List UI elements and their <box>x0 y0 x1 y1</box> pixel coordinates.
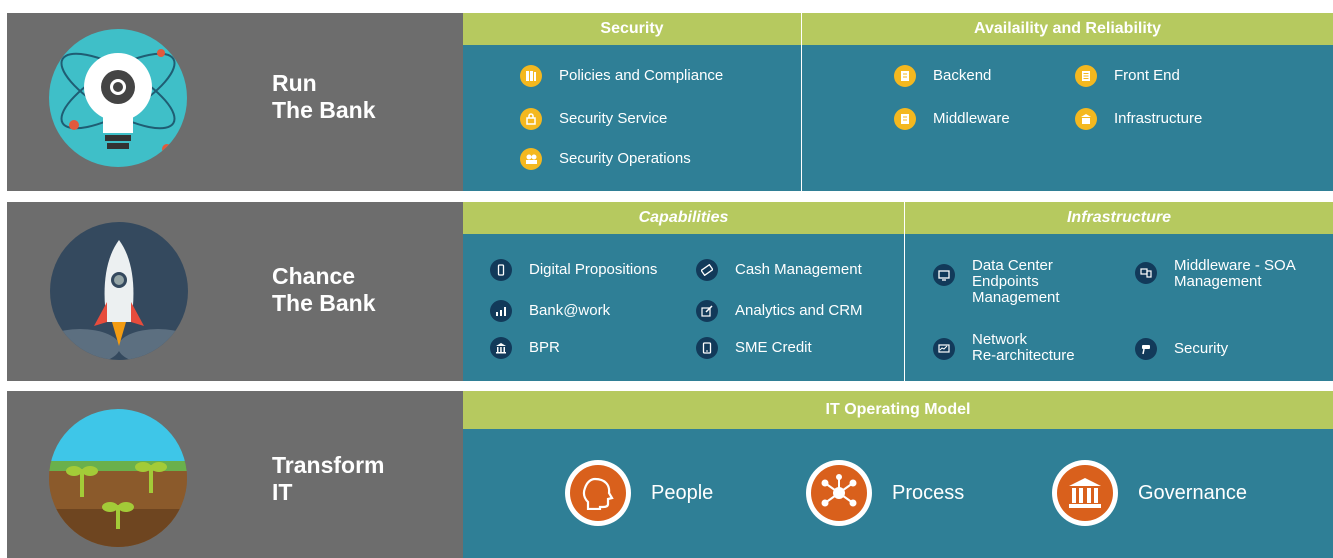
infra-network-line1: Network <box>972 331 1028 348</box>
availability-item-frontend: Front End <box>1075 65 1180 87</box>
run-title: Run The Bank <box>272 70 376 124</box>
model-item-people-label: People <box>651 481 714 504</box>
transform-right-panel: IT Operating Model People Process Govern… <box>463 391 1333 558</box>
transform-title-line2: IT <box>272 479 293 505</box>
infra-data-center-line1: Data Center <box>972 257 1053 274</box>
building-icon <box>1075 108 1097 130</box>
edit-icon <box>696 300 718 322</box>
infrastructure-header: Infrastructure <box>905 202 1333 234</box>
pillars-icon <box>1057 465 1113 521</box>
sprouts-icon <box>49 409 187 547</box>
model-item-governance: Governance <box>1052 460 1247 526</box>
bar-chart-icon <box>490 300 512 322</box>
availability-item-infrastructure-label: Infrastructure <box>1114 110 1203 127</box>
capability-sme-credit-label: SME Credit <box>735 339 812 356</box>
change-title: Chance The Bank <box>272 263 376 317</box>
security-item-operations-label: Security Operations <box>559 150 691 167</box>
capability-bank-at-work: Bank@work <box>490 300 610 322</box>
change-right-panel: Capabilities Infrastructure Digital Prop… <box>463 202 1333 381</box>
capability-sme-credit: SME Credit <box>696 337 812 359</box>
availability-item-infrastructure: Infrastructure <box>1075 108 1202 130</box>
security-item-service-label: Security Service <box>559 110 668 127</box>
rocket-icon <box>50 240 188 360</box>
head-icon <box>570 465 626 521</box>
availability-item-middleware-label: Middleware <box>933 110 1010 127</box>
capability-analytics-crm: Analytics and CRM <box>696 300 863 322</box>
document-icon <box>894 108 916 130</box>
security-item-service: Security Service <box>520 108 667 130</box>
transform-title-line1: Transform <box>272 452 385 478</box>
infra-security: Security <box>1135 338 1228 360</box>
process-nodes-icon <box>811 465 867 521</box>
document-icon <box>894 65 916 87</box>
plants-illustration <box>49 409 187 547</box>
capability-digital-propositions: Digital Propositions <box>490 259 657 281</box>
availability-item-backend-label: Backend <box>933 67 992 84</box>
change-left-panel: Chance The Bank <box>7 202 463 381</box>
servers-icon <box>1135 262 1157 284</box>
lightbulb-illustration <box>49 29 187 167</box>
transform-title: Transform IT <box>272 452 384 506</box>
tablet-icon <box>696 337 718 359</box>
availability-header: Availaility and Reliability <box>802 13 1333 45</box>
card-icon <box>696 259 718 281</box>
capability-analytics-crm-label: Analytics and CRM <box>735 302 863 319</box>
capability-bpr-label: BPR <box>529 339 560 356</box>
run-title-line1: Run <box>272 70 317 96</box>
transform-left-panel: Transform IT <box>7 391 463 558</box>
infra-data-center-line2: Endpoints <box>972 273 1039 290</box>
security-item-operations: Security Operations <box>520 148 691 170</box>
padlock-icon <box>520 108 542 130</box>
infra-network-line2: Re-architecture <box>972 347 1075 364</box>
infra-middleware-soa: Middleware - SOA Management <box>1135 258 1296 290</box>
capability-bank-at-work-label: Bank@work <box>529 302 611 319</box>
availability-item-frontend-label: Front End <box>1114 67 1180 84</box>
change-divider <box>904 202 905 381</box>
books-icon <box>520 65 542 87</box>
band-run-the-bank: Run The Bank Security Availaility and Re… <box>7 13 1333 191</box>
network-monitor-icon <box>933 338 955 360</box>
security-item-policies-label: Policies and Compliance <box>559 67 724 84</box>
infra-data-center-line3: Management <box>972 289 1060 306</box>
capabilities-header: Capabilities <box>463 202 904 234</box>
model-item-governance-label: Governance <box>1138 481 1247 504</box>
band-transform-it: Transform IT IT Operating Model People P… <box>7 391 1333 558</box>
infra-middleware-line2: Management <box>1174 273 1262 290</box>
bank-building-icon <box>490 337 512 359</box>
infra-network: Network Re-architecture <box>933 332 1075 364</box>
run-title-line2: The Bank <box>272 97 376 123</box>
availability-item-backend: Backend <box>894 65 991 87</box>
capability-bpr: BPR <box>490 337 560 359</box>
capability-cash-management: Cash Management <box>696 259 862 281</box>
run-left-panel: Run The Bank <box>7 13 463 191</box>
lightbulb-gear-icon <box>60 49 176 154</box>
change-title-line2: The Bank <box>272 290 376 316</box>
infra-middleware-line1: Middleware - SOA <box>1174 257 1296 274</box>
capability-digital-propositions-label: Digital Propositions <box>529 261 658 278</box>
run-divider <box>801 13 802 191</box>
security-item-policies: Policies and Compliance <box>520 65 723 87</box>
change-title-line1: Chance <box>272 263 356 289</box>
rocket-illustration <box>50 222 188 360</box>
model-item-process: Process <box>806 460 964 526</box>
camera-icon <box>1135 338 1157 360</box>
mobile-icon <box>490 259 512 281</box>
availability-item-middleware: Middleware <box>894 108 1010 130</box>
capability-cash-management-label: Cash Management <box>735 261 862 278</box>
infra-data-center: Data Center Endpoints Management <box>933 258 1060 306</box>
model-item-people: People <box>565 460 713 526</box>
model-item-process-label: Process <box>892 481 965 504</box>
infra-security-label: Security <box>1174 340 1229 357</box>
security-header: Security <box>463 13 801 45</box>
people-icon <box>520 148 542 170</box>
run-right-panel: Security Availaility and Reliability Pol… <box>463 13 1333 191</box>
band-change-the-bank: Chance The Bank Capabilities Infrastruct… <box>7 202 1333 381</box>
list-icon <box>1075 65 1097 87</box>
monitor-icon <box>933 264 955 286</box>
it-operating-model-header: IT Operating Model <box>463 391 1333 429</box>
